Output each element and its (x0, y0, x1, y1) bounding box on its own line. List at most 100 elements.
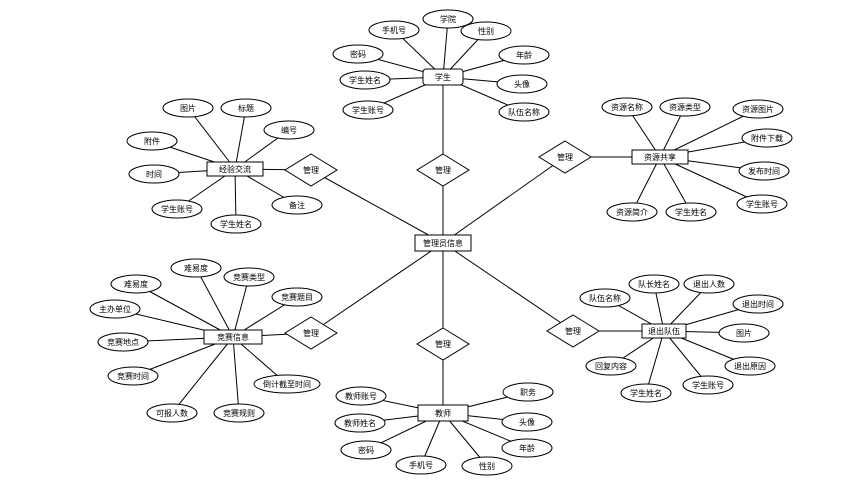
teacher-attribute (340, 440, 392, 460)
team-quit-entity-label: 退出队伍 (648, 326, 680, 336)
resource-attribute-label: 附件下载 (751, 133, 783, 143)
exp-entity (206, 161, 264, 177)
student-attribute (498, 45, 550, 65)
resource-attribute (659, 97, 711, 117)
team-quit-attr-link (645, 330, 665, 394)
competition-attribute (110, 274, 162, 294)
exp-attr-link (187, 107, 236, 170)
exp-attribute (126, 131, 178, 151)
rel-student-label: 管理 (435, 165, 451, 175)
student-attribute-label: 队伍名称 (508, 107, 540, 117)
student-attribute (422, 9, 474, 29)
team-quit-attribute (682, 375, 734, 395)
resource-attribute-label: 学生姓名 (675, 207, 707, 217)
competition-attr-link (232, 276, 250, 338)
student-entity-label: 学生 (435, 72, 451, 82)
team-quit-attribute-label: 图片 (736, 328, 752, 338)
team-quit-attribute-label: 学生账号 (692, 380, 724, 390)
resource-attribute (741, 128, 793, 148)
competition-attribute (253, 374, 321, 394)
exp-attribute-label: 图片 (180, 103, 196, 113)
teacher-attribute-label: 头像 (519, 417, 535, 427)
exp-attribute (210, 214, 262, 234)
team-quit-attribute (683, 274, 735, 294)
teacher-entity-label: 教师 (435, 408, 451, 418)
teacher-attribute-label: 手机号 (409, 460, 433, 470)
teacher-attribute (395, 455, 447, 475)
resource-attribute-label: 资源名称 (611, 102, 643, 112)
resource-attr-link (659, 108, 759, 158)
rel-team-quit-label: 管理 (565, 326, 581, 336)
competition-attribute (213, 403, 265, 423)
student-attribute (496, 74, 548, 94)
teacher-attribute (502, 382, 554, 402)
exp-attribute (128, 164, 180, 184)
competition-attribute (146, 403, 198, 423)
exp-attribute-label: 学生姓名 (220, 219, 252, 229)
competition-entity (203, 329, 263, 345)
competition-attribute-label: 倒计截至时间 (263, 379, 311, 389)
teacher-attribute (335, 386, 387, 406)
exp-attribute-label: 备注 (289, 200, 305, 210)
competition-attribute-label: 难易度 (184, 263, 208, 273)
exp-attribute-label: 标题 (238, 103, 254, 113)
team-quit-attribute (585, 356, 637, 376)
competition-attribute-label: 竞赛时间 (117, 371, 149, 381)
rel-competition-label: 管理 (303, 328, 319, 338)
teacher-attribute-label: 职务 (520, 387, 536, 397)
student-attribute-label: 密码 (350, 49, 366, 59)
resource-attribute-label: 发布时间 (748, 166, 780, 176)
competition-attribute (271, 287, 323, 307)
resource-attribute-label: 资源图片 (742, 104, 774, 114)
competition-attribute-label: 竞赛类型 (233, 272, 265, 282)
team-quit-attribute (620, 383, 672, 403)
team-quit-attribute (724, 356, 776, 376)
resource-attribute (732, 99, 784, 119)
teacher-attribute-label: 密码 (358, 445, 374, 455)
admin-entity (414, 234, 472, 252)
competition-attribute-label: 竞赛地点 (107, 337, 139, 347)
teacher-attribute-label: 年龄 (519, 443, 535, 453)
exp-attribute-label: 学生账号 (161, 204, 193, 214)
exp-attribute (271, 195, 323, 215)
competition-attr-link (232, 336, 240, 414)
competition-attribute (170, 258, 222, 278)
resource-attribute-label: 学生账号 (746, 199, 778, 209)
competition-attribute (107, 366, 159, 386)
exp-attribute (151, 199, 203, 219)
resource-attr-link (659, 156, 763, 205)
resource-entity (631, 149, 689, 165)
competition-attribute (89, 299, 141, 319)
resource-attribute (736, 194, 788, 214)
student-attribute (368, 20, 420, 40)
team-quit-attribute-label: 学生姓名 (630, 388, 662, 398)
exp-attribute (220, 98, 272, 118)
rel-exp-label: 管理 (303, 165, 319, 175)
exp-entity-label: 经验交流 (219, 164, 251, 174)
rel-student-diamond (416, 153, 470, 187)
competition-attribute-label: 可报人数 (156, 408, 188, 418)
student-attr-link (442, 18, 449, 78)
competition-attribute-label: 竞赛题目 (281, 292, 313, 302)
teacher-attribute (501, 412, 553, 432)
exp-attribute (263, 120, 315, 140)
student-attribute (332, 44, 384, 64)
competition-attribute-label: 难易度 (124, 279, 148, 289)
teacher-attribute (461, 456, 513, 476)
teacher-attribute-label: 教师账号 (345, 391, 377, 401)
resource-attribute-label: 资源类型 (669, 102, 701, 112)
competition-attribute-label: 竞赛规则 (223, 408, 255, 418)
student-attribute-label: 学生账号 (352, 105, 384, 115)
admin-entity-label: 管理员信息 (423, 238, 463, 248)
rel-exp-diamond (284, 153, 338, 187)
competition-attribute (97, 332, 149, 352)
rel-exp-link-admin (310, 169, 444, 244)
teacher-entity (417, 404, 469, 422)
student-attribute (342, 100, 394, 120)
resource-attribute (738, 161, 790, 181)
teacher-attribute (501, 438, 553, 458)
competition-attribute-label: 主办单位 (99, 304, 131, 314)
rel-teacher-label: 管理 (435, 339, 451, 349)
teacher-attribute-label: 教师姓名 (344, 418, 376, 428)
